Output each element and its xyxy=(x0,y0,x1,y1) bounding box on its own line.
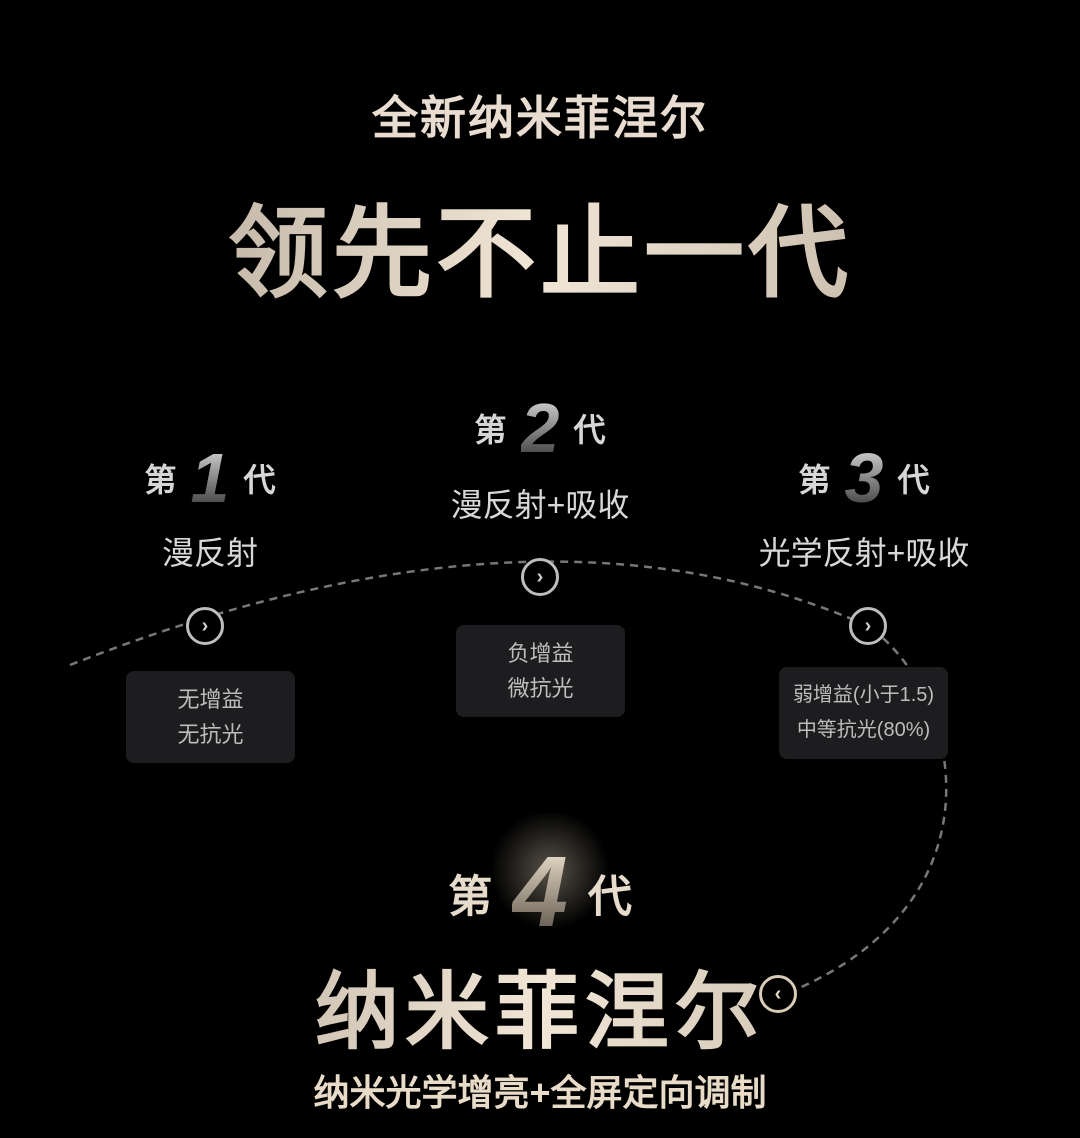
feature: 负增益 xyxy=(507,641,574,666)
gen-suffix: 代 xyxy=(587,872,632,922)
generation-4-name: 纳米菲涅尔 xyxy=(0,945,1080,1066)
gen-prefix: 第 xyxy=(144,462,177,498)
gen-suffix: 代 xyxy=(573,412,606,448)
feature: 弱增益(小于1.5) xyxy=(792,684,935,706)
generation-4-tagline: 纳米光学增亮+全屏定向调制 xyxy=(313,1072,767,1113)
generation-1-name: 漫反射 xyxy=(161,535,258,571)
chevron-right-icon: › xyxy=(186,607,224,645)
generation-3-name: 光学反射+吸收 xyxy=(758,535,970,571)
gen-prefix: 第 xyxy=(798,462,831,498)
generation-2-name: 漫反射+吸收 xyxy=(450,487,630,523)
gen-prefix: 第 xyxy=(474,412,507,448)
generation-3-features: 弱增益(小于1.5) 中等抗光(80%) xyxy=(779,667,948,759)
number-glow xyxy=(490,810,610,930)
gen-number: 1 xyxy=(190,439,230,517)
generation-1-features: 无增益 无抗光 xyxy=(126,671,295,763)
gen-suffix: 代 xyxy=(243,462,276,498)
generation-2-features: 负增益 微抗光 xyxy=(456,625,625,717)
feature: 微抗光 xyxy=(507,676,574,701)
feature: 中等抗光(80%) xyxy=(796,719,931,741)
gen-number: 4 xyxy=(512,836,568,948)
subtitle: 全新纳米菲涅尔 xyxy=(372,92,708,144)
gen-number: 3 xyxy=(844,439,884,517)
chevron-right-icon: › xyxy=(521,558,559,596)
feature: 无抗光 xyxy=(177,722,244,747)
chevron-left-icon: ‹ xyxy=(759,975,797,1013)
gen-prefix: 第 xyxy=(448,872,493,922)
page-title: 领先不止一代 xyxy=(0,172,1080,317)
chevron-right-icon: › xyxy=(849,607,887,645)
gen-suffix: 代 xyxy=(897,462,930,498)
gen-number: 2 xyxy=(520,389,560,467)
feature: 无增益 xyxy=(177,687,244,712)
